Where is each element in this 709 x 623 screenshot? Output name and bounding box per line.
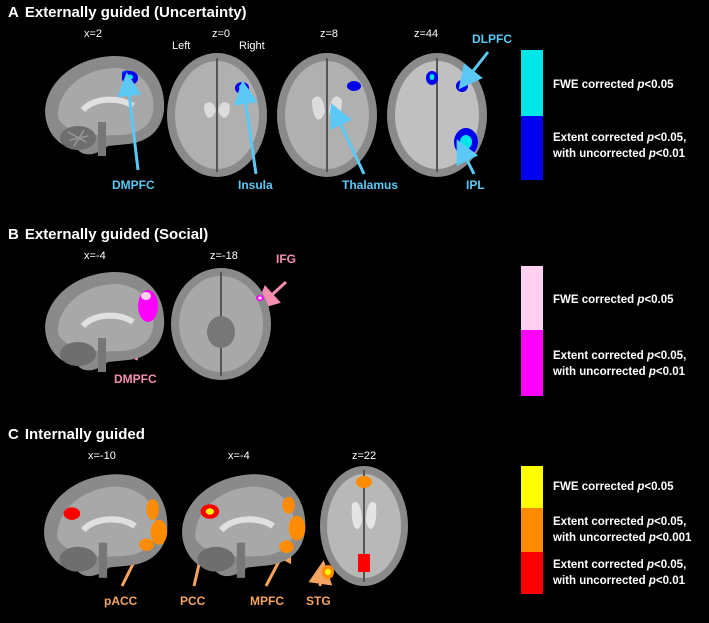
region-a-ipl: IPL (466, 178, 485, 192)
coord-b-1: x=-4 (84, 250, 106, 262)
region-a-dmpfc: DMPFC (112, 178, 155, 192)
legend-c-swatch-extent-01 (521, 552, 543, 594)
legend-a-extent-text: Extent corrected (553, 132, 647, 144)
coord-c-1: x=-10 (88, 450, 116, 462)
region-c-stg: STG (306, 594, 331, 608)
legend-b-extent-val: <0.05, (653, 350, 687, 362)
region-c-pacc: pACC (104, 594, 138, 608)
legend-b-fwe-text: FWE corrected (553, 294, 638, 306)
legend-b-swatch-extent (521, 330, 543, 396)
brain-sagittal-b (45, 271, 165, 372)
legend-c-extent1-text: Extent corrected (553, 516, 647, 528)
legend-c-extent1-val: <0.05, (653, 516, 687, 528)
coord-c-3: z=22 (352, 450, 377, 462)
brain-axial-c (320, 466, 408, 586)
arrow-a-ipl (456, 139, 479, 175)
coord-c-2: x=-4 (228, 450, 250, 462)
legend-c-extent2-p2: p (648, 575, 656, 587)
panel-a-title: A Externally guided (Uncertainty) (8, 4, 247, 21)
region-c-pcc: PCC (180, 594, 206, 608)
legend-b-extent-p: p (646, 350, 654, 362)
brain-sagittal-c-1 (44, 474, 168, 578)
label-left: Left (172, 40, 191, 52)
legend-b-swatch-fwe (521, 266, 543, 330)
region-a-insula: Insula (238, 178, 273, 192)
panel-a-title-text: Externally guided (Uncertainty) (24, 4, 247, 21)
legend-c-extent2-val: <0.05, (653, 559, 687, 571)
legend-c-extent1-p: p (646, 516, 654, 528)
legend-c-extent1-val2: <0.001 (655, 532, 692, 544)
legend-a-label-extent: Extent corrected p<0.05, with uncorrecte… (553, 130, 686, 162)
region-c-mpfc: MPFC (250, 594, 284, 608)
legend-c-extent2-p: p (646, 559, 654, 571)
panel-c-letter: C (8, 426, 19, 443)
region-a-dlpfc: DLPFC (472, 32, 512, 46)
panel-a-letter: A (8, 4, 19, 21)
legend-b-fwe-val: <0.05 (644, 294, 674, 306)
legend-b-fwe-p: p (637, 294, 645, 306)
panel-c-title-text: Internally guided (24, 426, 145, 443)
brain-sagittal-c-2 (182, 474, 306, 578)
arrow-a-dlpfc (458, 51, 490, 90)
arrow-a-thalamus (330, 103, 366, 175)
legend-b-extent-val2: <0.01 (655, 366, 685, 378)
region-b-ifg: IFG (276, 252, 296, 266)
legend-c-swatch-fwe (521, 466, 543, 508)
legend-c-swatch-extent-001 (521, 508, 543, 552)
panel-b-title: B Externally guided (Social) (8, 226, 208, 243)
legend-a-label-fwe: FWE corrected p<0.05 (553, 77, 674, 93)
arrow-a-dmpfc (117, 72, 142, 171)
legend-c-extent2-text2: with uncorrected (553, 575, 649, 587)
arrow-b-ifg (255, 280, 288, 311)
legend-a-extent-val2: <0.01 (655, 148, 685, 160)
legend-c-extent1-text2: with uncorrected (553, 532, 649, 544)
legend-b-extent-p2: p (648, 366, 656, 378)
region-a-thalamus: Thalamus (342, 178, 399, 192)
legend-c-fwe-p: p (637, 481, 645, 493)
coord-a-2: z=0 (212, 28, 231, 40)
label-right: Right (239, 40, 265, 52)
legend-a-swatch-extent (521, 116, 543, 180)
coord-a-1: x=2 (84, 28, 103, 40)
legend-a-extent-p2: p (648, 148, 656, 160)
legend-b-label-extent: Extent corrected p<0.05, with uncorrecte… (553, 348, 686, 380)
brain-axial-b (171, 268, 271, 380)
legend-a-fwe-val: <0.05 (644, 79, 674, 91)
legend-a-extent-p: p (646, 132, 654, 144)
legend-a-extent-val: <0.05, (653, 132, 687, 144)
legend-b-label-fwe: FWE corrected p<0.05 (553, 292, 674, 308)
panel-c-title: C Internally guided (8, 426, 145, 443)
panel-b-title-text: Externally guided (Social) (24, 226, 209, 243)
legend-c-label-extent-001: Extent corrected p<0.05, with uncorrecte… (553, 514, 691, 546)
legend-b-extent-text: Extent corrected (553, 350, 647, 362)
coord-b-2: z=-18 (210, 250, 238, 262)
legend-c-extent2-text: Extent corrected (553, 559, 647, 571)
legend-a-extent-text2: with uncorrected (553, 148, 649, 160)
legend-c-extent2-val2: <0.01 (655, 575, 685, 587)
legend-c-fwe-val: <0.05 (644, 481, 674, 493)
coord-a-4: z=44 (414, 28, 439, 40)
arrow-a-insula (233, 80, 258, 175)
legend-c-label-fwe: FWE corrected p<0.05 (553, 479, 674, 495)
region-b-dmpfc: DMPFC (114, 372, 157, 386)
panel-b-letter: B (8, 226, 19, 243)
legend-a-swatch-fwe (521, 50, 543, 116)
legend-b-extent-text2: with uncorrected (553, 366, 649, 378)
legend-c-fwe-text: FWE corrected (553, 481, 638, 493)
arrow-c-stg (308, 560, 333, 587)
legend-c-label-extent-01: Extent corrected p<0.05, with uncorrecte… (553, 557, 686, 589)
coord-a-3: z=8 (320, 28, 339, 40)
legend-a-fwe-p: p (637, 79, 645, 91)
legend-c-extent1-p2: p (648, 532, 656, 544)
legend-a-fwe-text: FWE corrected (553, 79, 638, 91)
